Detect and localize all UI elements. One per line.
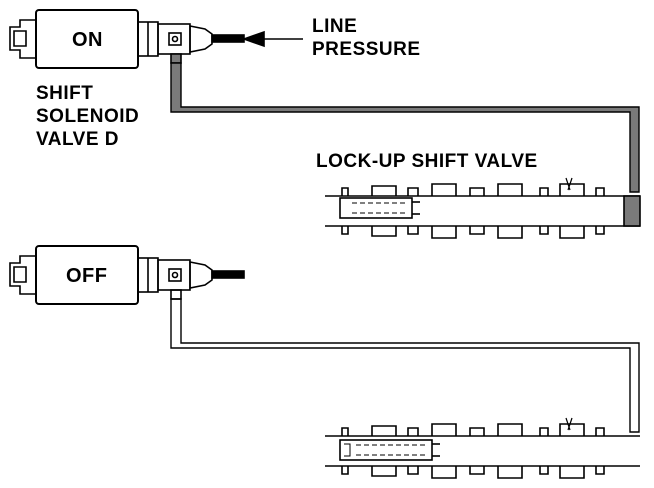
- line-pressure-label-line1: LINE: [312, 16, 358, 37]
- top-nozzle: [189, 25, 213, 53]
- top-solenoid-state: ON: [72, 29, 103, 51]
- solenoid-name-line3: VALVE D: [36, 129, 120, 150]
- bottom-valve-spool: [339, 439, 433, 461]
- bottom-nozzle: [189, 261, 213, 289]
- top-pressure-port: [170, 53, 182, 64]
- lockup-shift-valve-label: LOCK-UP SHIFT VALVE: [316, 151, 538, 172]
- solenoid-name-line2: SOLENOID: [36, 106, 140, 127]
- solenoid-name-line1: SHIFT: [36, 83, 94, 104]
- top-lockup-shift-valve: [325, 177, 641, 239]
- top-connector: [9, 19, 37, 59]
- bottom-connector: [9, 255, 37, 295]
- bottom-solenoid-state: OFF: [66, 265, 108, 287]
- bottom-pipe: [170, 298, 640, 433]
- top-solenoid: [9, 9, 245, 69]
- top-valve-spool: [339, 197, 413, 219]
- top-valve-pressure-chamber: [623, 195, 641, 227]
- top-pipe: [170, 62, 640, 193]
- bottom-drain-port: [170, 289, 182, 300]
- line-pressure-arrow: [241, 30, 303, 48]
- bottom-valve-head: [157, 259, 191, 291]
- bottom-lockup-shift-valve: [325, 417, 640, 479]
- top-valve-head: [157, 23, 191, 55]
- bottom-solenoid: [9, 245, 245, 305]
- line-pressure-label-line2: PRESSURE: [312, 39, 421, 60]
